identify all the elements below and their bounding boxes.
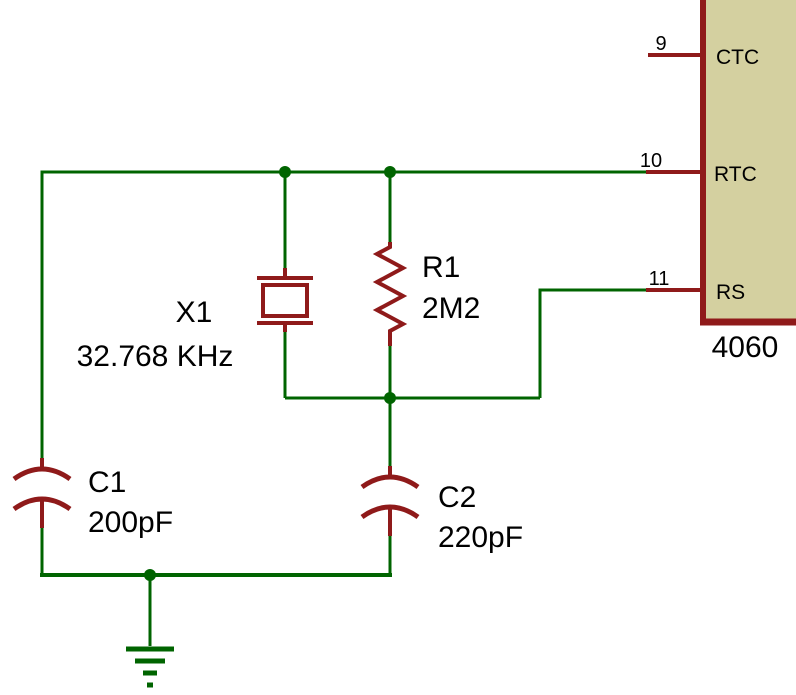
wires	[40, 166, 646, 646]
crystal-x1	[257, 268, 313, 332]
cap2-ref-label: C2	[438, 481, 476, 514]
pin-11-name: RS	[716, 281, 745, 304]
c1-top-plate	[12, 466, 72, 482]
wire-to-rs-pin	[538, 288, 646, 398]
crystal-body	[261, 283, 309, 318]
pin-11-number: 11	[649, 268, 670, 290]
resistor-zigzag	[372, 242, 408, 346]
cap1-ref-label: C1	[88, 466, 126, 499]
junction-dot	[144, 569, 156, 581]
ic-part-number-label: 4060	[712, 331, 779, 364]
crystal-value-label: 32.768 KHz	[77, 340, 234, 373]
resistor-ref-label: R1	[422, 251, 460, 284]
pin-10-number: 10	[640, 150, 662, 172]
resistor-r1	[372, 242, 408, 346]
c1-bottom-plate	[12, 496, 72, 512]
ic-body	[703, 0, 796, 319]
cap2-value-label: 220pF	[438, 521, 523, 554]
c2-bottom-plate	[360, 504, 420, 520]
crystal-ref-label: X1	[176, 296, 213, 329]
capacitor-c2	[360, 466, 420, 536]
junction-dot	[384, 392, 396, 404]
labels: X1 32.768 KHz R1 2M2 C1 200pF C2 220pF 4…	[77, 33, 779, 554]
ground-symbol	[126, 646, 174, 688]
cap1-value-label: 200pF	[88, 506, 173, 539]
junction-dot	[279, 166, 291, 178]
junction-dot	[384, 166, 396, 178]
ic-4060	[646, 0, 796, 326]
capacitor-c1	[12, 458, 72, 528]
wire-rtc-to-c1	[40, 170, 646, 460]
pin-9-number: 9	[655, 33, 666, 55]
c2-top-plate	[360, 474, 420, 490]
pin-10-name: RTC	[714, 163, 757, 186]
pin-9-name: CTC	[716, 46, 759, 69]
resistor-value-label: 2M2	[422, 292, 480, 325]
